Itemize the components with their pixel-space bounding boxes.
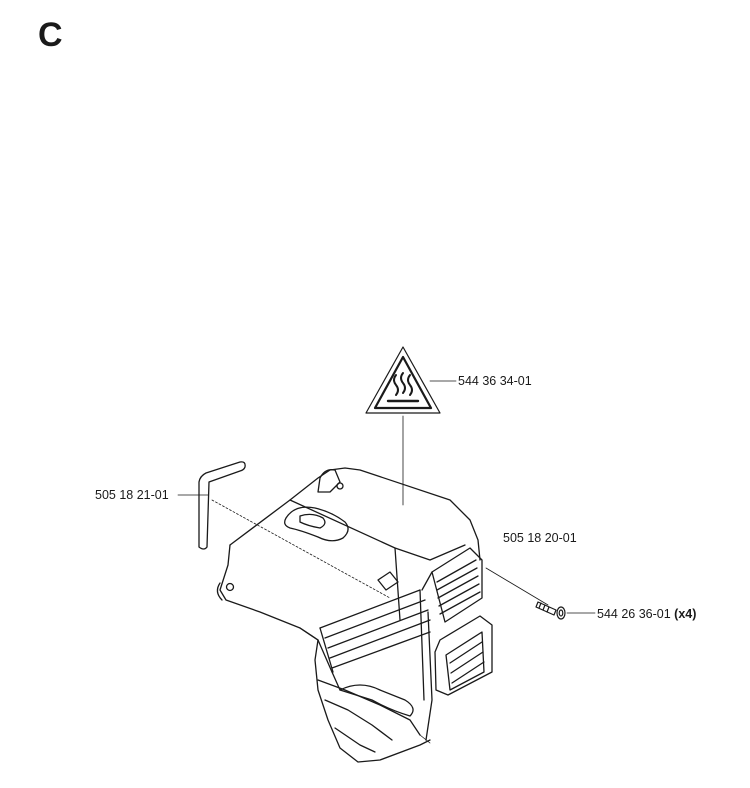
part-label-cover: 505 18 20-01 (503, 531, 577, 545)
brand-logo-icon (377, 571, 399, 591)
part-label-screw: 544 26 36-01 (x4) (597, 607, 696, 621)
section-letter: C (38, 16, 63, 54)
cylinder-cover[interactable] (216, 467, 493, 763)
part-quantity-screw: (x4) (674, 607, 697, 621)
leader-lines (177, 380, 596, 744)
part-label-hex-key: 505 18 21-01 (95, 488, 169, 502)
hot-surface-warning-label[interactable] (365, 346, 441, 414)
part-label-warning: 544 36 34-01 (458, 374, 532, 388)
screw[interactable] (535, 601, 566, 620)
hex-key[interactable] (198, 461, 246, 550)
part-number-screw: 544 26 36-01 (597, 607, 671, 621)
